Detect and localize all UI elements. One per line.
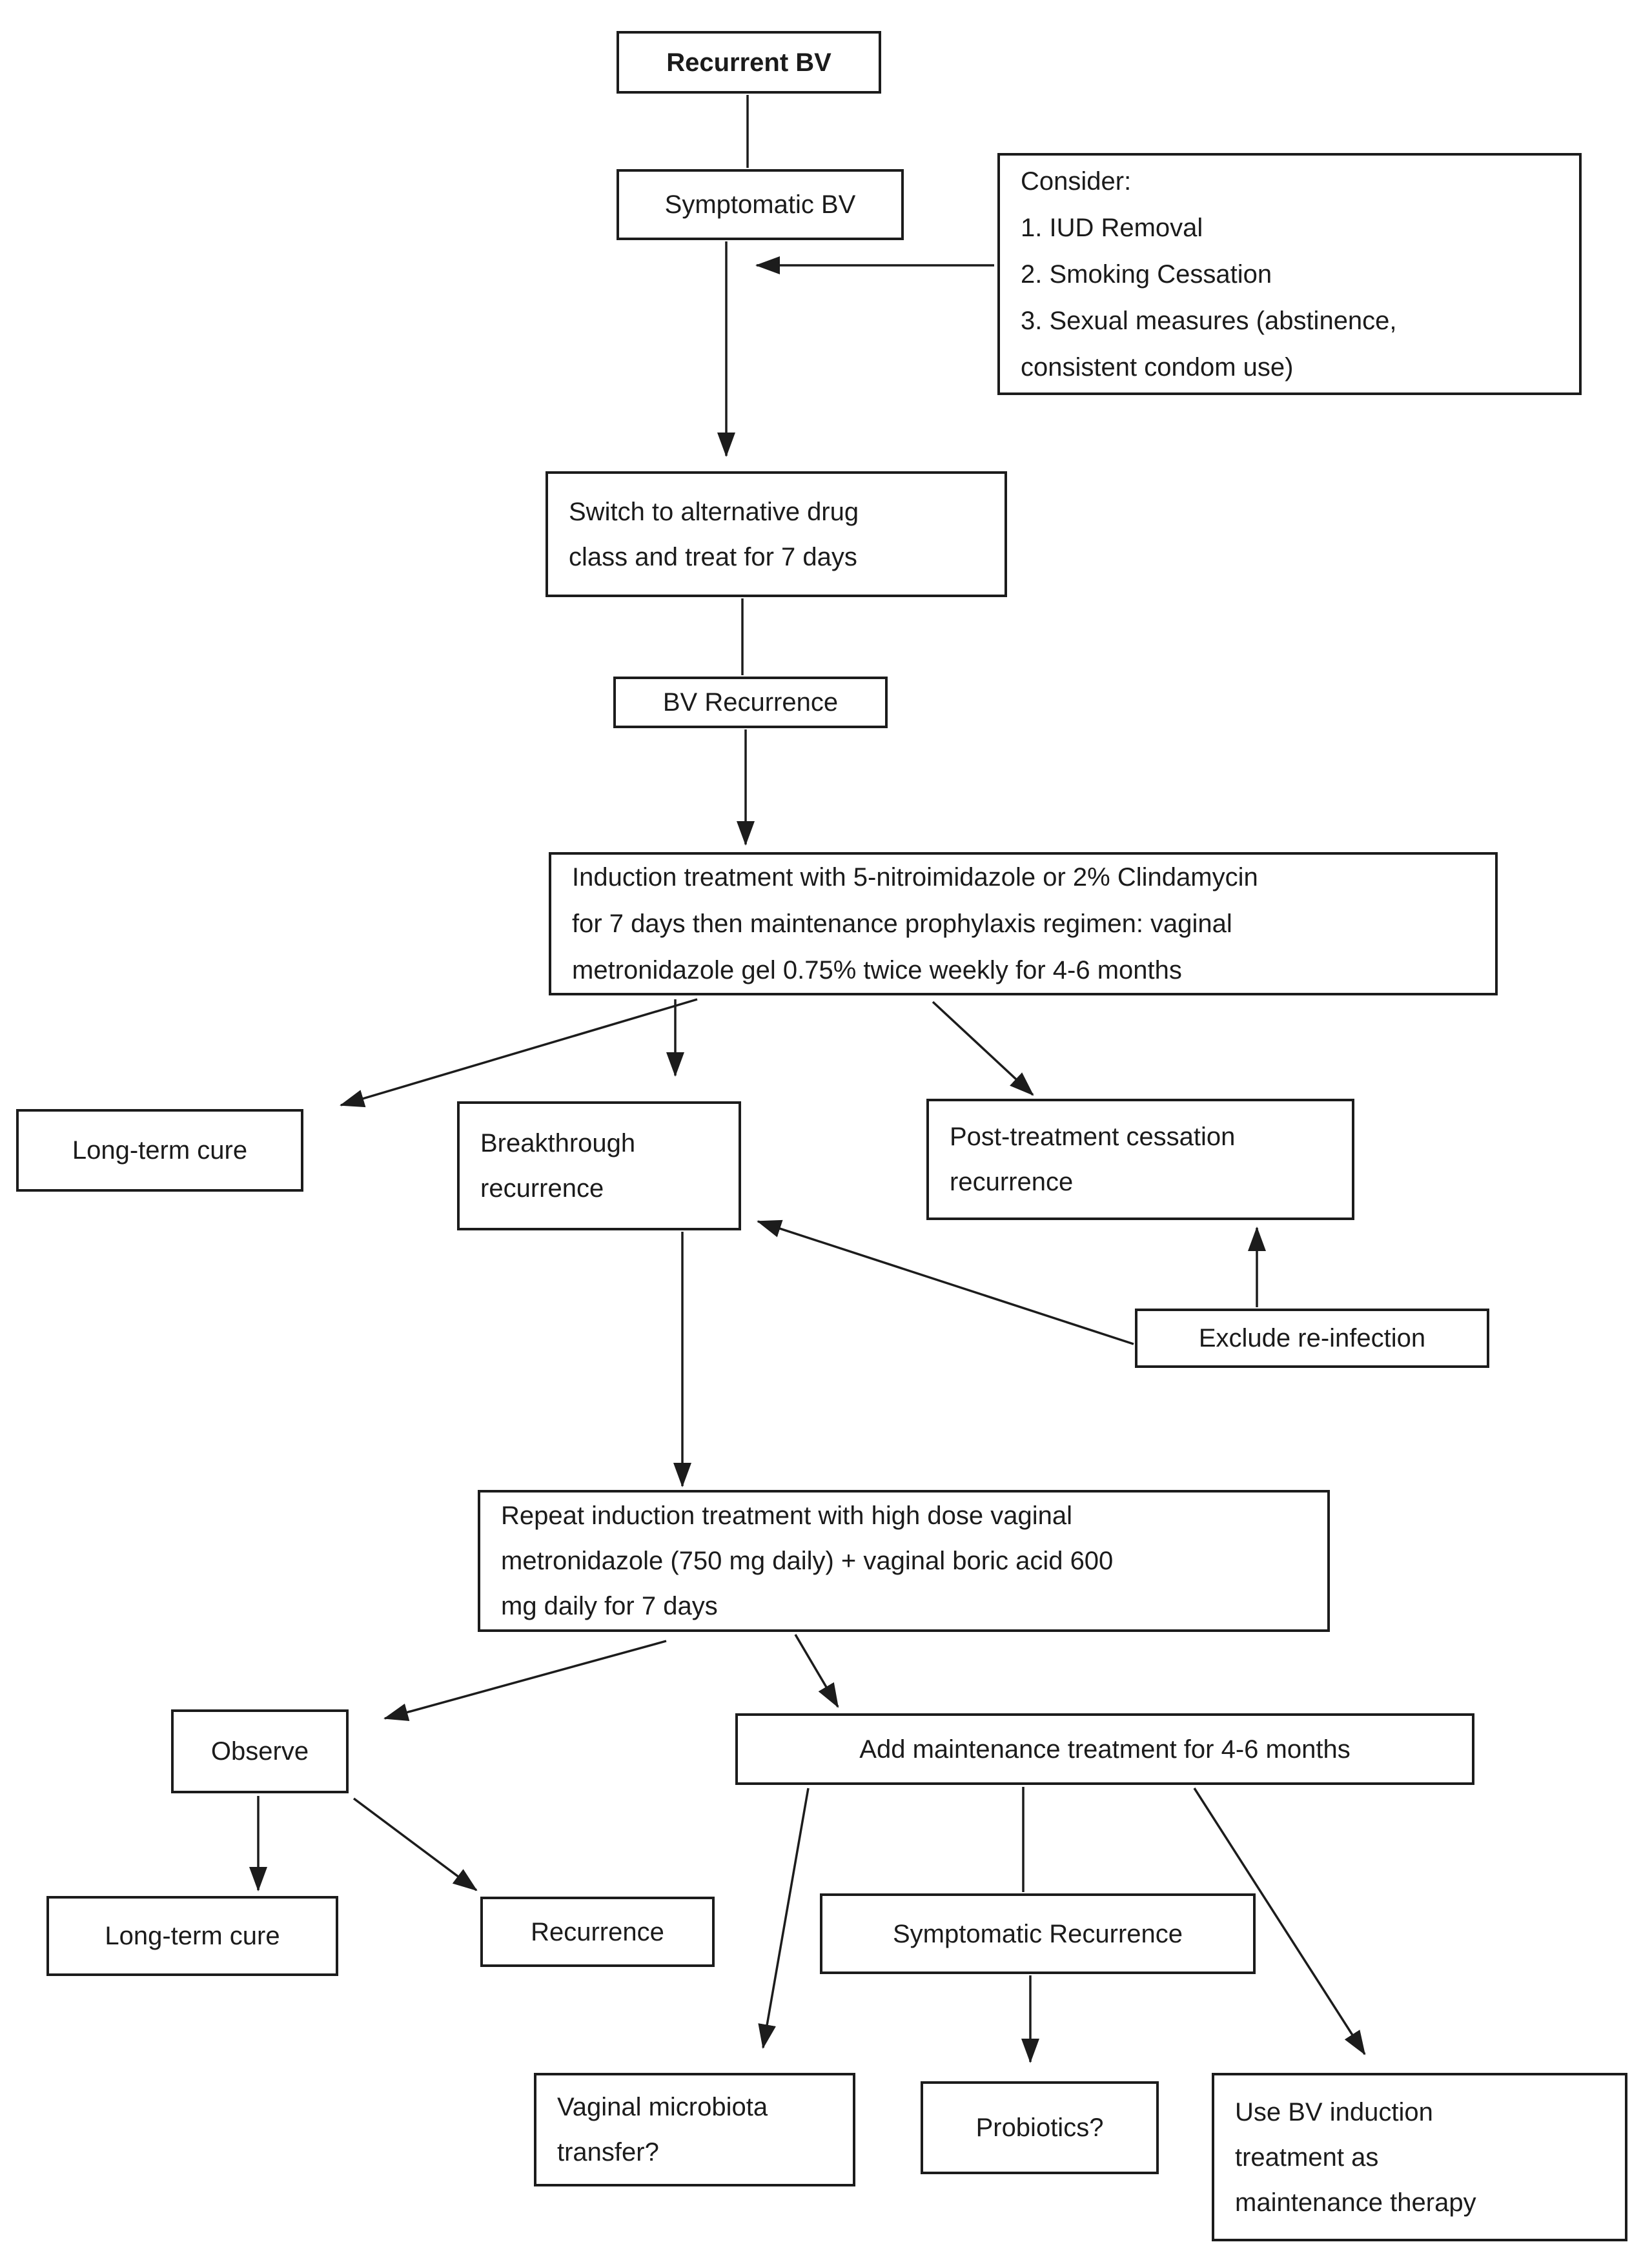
node-breakthrough-recurrence: Breakthrough recurrence xyxy=(457,1101,741,1230)
edge-addmaintenance-to-microbiota xyxy=(758,1788,810,2049)
node-recurrent-bv: Recurrent BV xyxy=(617,31,881,94)
node-observe: Observe xyxy=(171,1709,349,1793)
node-bv-recurrence: BV Recurrence xyxy=(613,677,888,728)
node-long-term-cure-1: Long-term cure xyxy=(16,1109,303,1192)
node-add-maintenance: Add maintenance treatment for 4-6 months xyxy=(735,1713,1474,1785)
node-post-treatment-cessation: Post-treatment cessation recurrence xyxy=(926,1099,1354,1220)
edge-repeat-to-addmaintenance xyxy=(794,1634,839,1708)
node-consider-list: Consider: 1. IUD Removal 2. Smoking Cess… xyxy=(997,153,1582,395)
node-probiotics: Probiotics? xyxy=(921,2081,1159,2174)
node-symptomatic-bv: Symptomatic BV xyxy=(617,169,904,240)
node-exclude-reinfection: Exclude re-infection xyxy=(1135,1309,1489,1368)
edge-induction-to-longtermcure1 xyxy=(340,998,698,1108)
node-switch-drug-class: Switch to alternative drug class and tre… xyxy=(546,471,1007,597)
node-use-bv-induction: Use BV induction treatment as maintenanc… xyxy=(1212,2073,1627,2241)
edge-observe-to-recurrence xyxy=(352,1797,478,1891)
edge-exclude-to-breakthrough xyxy=(757,1219,1134,1345)
node-symptomatic-recurrence: Symptomatic Recurrence xyxy=(820,1893,1256,1974)
node-induction-treatment: Induction treatment with 5-nitroimidazol… xyxy=(549,852,1498,995)
edge-induction-to-posttreatment xyxy=(932,1001,1034,1096)
node-vaginal-microbiota-transfer: Vaginal microbiota transfer? xyxy=(534,2073,855,2186)
node-long-term-cure-2: Long-term cure xyxy=(46,1896,338,1976)
node-repeat-induction: Repeat induction treatment with high dos… xyxy=(478,1490,1330,1632)
edge-addmaintenance-to-usebv xyxy=(1193,1788,1366,2055)
node-recurrence: Recurrence xyxy=(480,1897,715,1967)
edge-repeat-to-observe xyxy=(383,1640,667,1721)
